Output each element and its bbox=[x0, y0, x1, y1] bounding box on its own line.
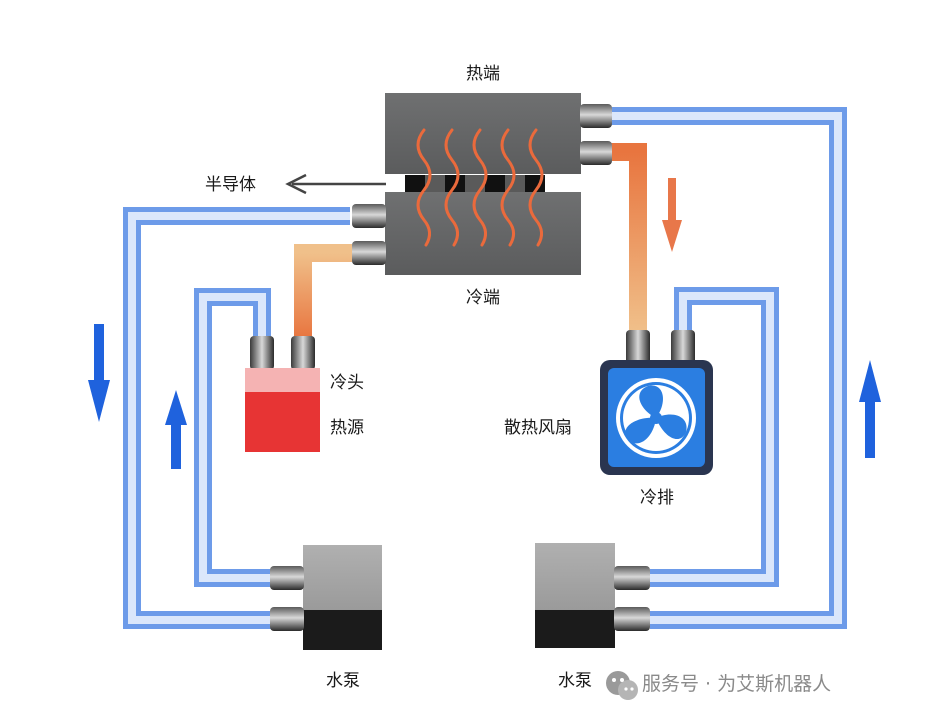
heat-source-block bbox=[245, 392, 320, 452]
cold-head-fitting-right bbox=[291, 336, 315, 370]
label-cold-side: 冷端 bbox=[466, 288, 500, 308]
pipe-radiator-hot bbox=[610, 143, 647, 332]
label-heat-source: 热源 bbox=[330, 418, 364, 438]
pump-right-body bbox=[535, 543, 615, 611]
cold-head-block bbox=[245, 368, 320, 392]
label-cold-head: 冷头 bbox=[330, 373, 364, 393]
pump-right-fitting-bottom bbox=[614, 607, 650, 631]
radiator-fitting-left bbox=[626, 330, 650, 364]
pump-left bbox=[270, 545, 382, 650]
pump-left-fitting-top bbox=[270, 566, 304, 590]
hot-side-block bbox=[385, 93, 581, 174]
label-fan: 散热风扇 bbox=[504, 418, 572, 438]
radiator-fitting-right bbox=[671, 330, 695, 364]
pump-right bbox=[535, 543, 650, 648]
labels: 热端 冷端 半导体 冷头 热源 散热风扇 冷排 水泵 水泵 bbox=[205, 64, 674, 691]
pump-left-base bbox=[303, 610, 382, 650]
watermark: 服务号 · 为艾斯机器人 bbox=[606, 671, 831, 700]
label-radiator: 冷排 bbox=[640, 488, 674, 508]
fan-icon bbox=[616, 378, 696, 458]
tec-fittings bbox=[352, 104, 612, 265]
pump-left-fitting-bottom bbox=[270, 607, 304, 631]
flow-arrows bbox=[88, 173, 881, 469]
label-pump-right: 水泵 bbox=[558, 671, 592, 691]
label-hot-side: 热端 bbox=[466, 64, 500, 84]
cold-side-block bbox=[385, 192, 581, 275]
cold-head-assembly bbox=[245, 336, 320, 452]
label-pump-left: 水泵 bbox=[326, 671, 360, 691]
pump-left-body bbox=[303, 545, 382, 611]
pump-right-fitting-top bbox=[614, 566, 650, 590]
wechat-icon bbox=[606, 671, 638, 700]
heat-wave-icons bbox=[416, 128, 544, 247]
cold-head-fitting-left bbox=[250, 336, 274, 370]
radiator-assembly bbox=[600, 330, 713, 475]
arrow-down-left-icon bbox=[88, 324, 110, 422]
arrow-semiconductor-icon bbox=[285, 173, 386, 195]
arrow-up-left-icon bbox=[165, 390, 187, 469]
pump-right-base bbox=[535, 610, 615, 648]
tec-module bbox=[352, 93, 612, 275]
arrow-down-orange-icon bbox=[662, 178, 682, 252]
arrow-up-right-icon bbox=[859, 360, 881, 458]
label-semiconductor: 半导体 bbox=[205, 175, 256, 195]
pipes bbox=[123, 107, 847, 629]
pipe-cold-head-hot bbox=[294, 244, 352, 338]
watermark-text: 服务号 · 为艾斯机器人 bbox=[642, 673, 831, 695]
